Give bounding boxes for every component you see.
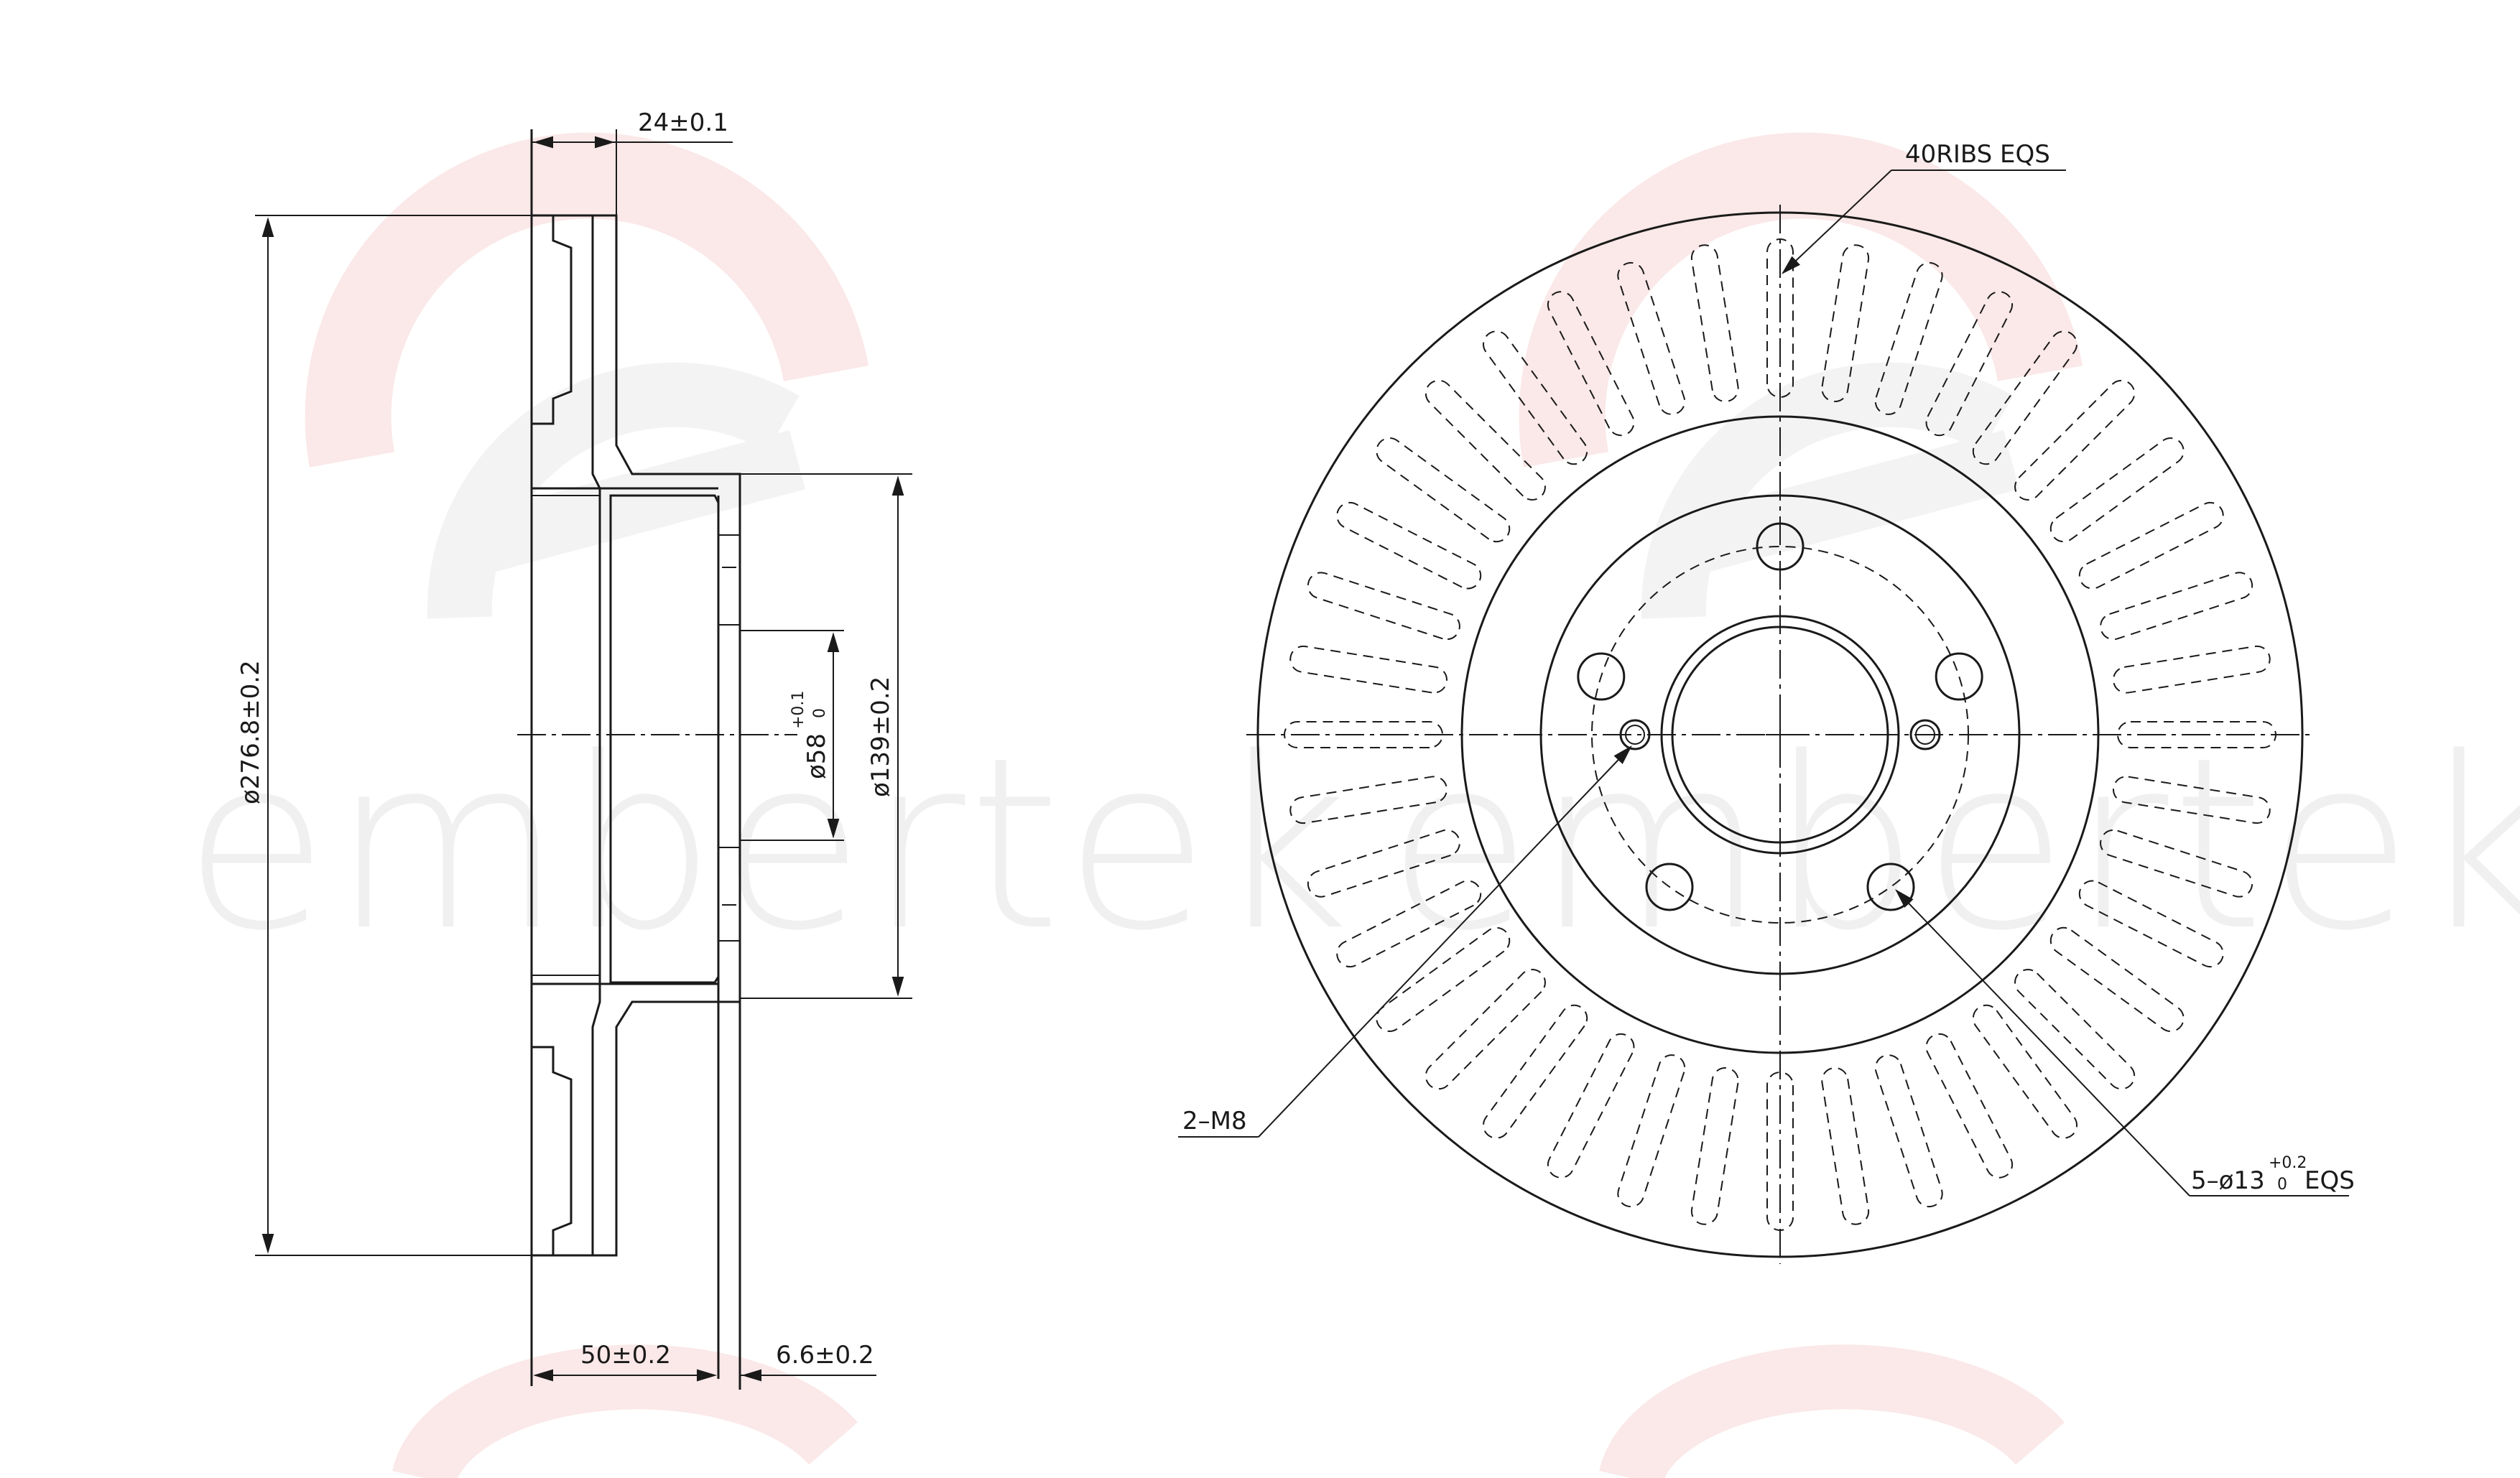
watermark-logo-right	[1519, 132, 2083, 619]
callout-holes-suffix: EQS	[2304, 1166, 2355, 1195]
cooling-ribs	[1284, 238, 2276, 1231]
callout-ribs: 40RIBS EQS	[1781, 140, 2066, 274]
rib	[1425, 969, 1546, 1090]
dim-bore-tol-upper: +0.1	[789, 691, 807, 729]
callout-thread-label: 2–M8	[1182, 1107, 1247, 1135]
callout-holes: 5–ø13 +0.2 0 EQS	[1895, 888, 2355, 1196]
rib	[2014, 379, 2136, 501]
rib	[1376, 926, 1511, 1032]
dim-outer-diameter-label: ø276.8±0.2	[236, 660, 265, 804]
rib	[2049, 437, 2185, 543]
callout-ribs-label: 40RIBS EQS	[1905, 140, 2050, 169]
dim-width-top-label: 24±0.1	[638, 108, 728, 137]
rib	[1925, 1033, 2014, 1179]
rib	[1425, 379, 1546, 501]
rib	[1821, 244, 1870, 403]
rib	[1874, 1054, 1943, 1208]
rib	[2100, 572, 2253, 641]
dim-outer-diameter: ø276.8±0.2	[236, 215, 532, 1256]
rib	[1617, 261, 1686, 415]
bolt-hole	[1866, 863, 1915, 911]
rib	[1617, 1054, 1686, 1208]
rib	[1547, 291, 1635, 437]
bolt-hole	[1645, 863, 1694, 911]
rib	[2078, 501, 2224, 590]
watermark-logo-left	[305, 132, 869, 619]
rib	[1289, 776, 1448, 824]
rib	[1336, 880, 1482, 968]
rib	[1690, 1066, 1739, 1225]
rib	[1925, 291, 2014, 437]
watermark-text-left: embertek	[183, 707, 1353, 982]
rib	[1690, 244, 1739, 403]
rib	[1972, 330, 2077, 465]
watermark-text-right: embertek	[1386, 707, 2520, 982]
rib	[2049, 926, 2185, 1032]
rib	[2014, 969, 2136, 1090]
dim-height-total: 50±0.2	[533, 1341, 717, 1382]
dim-hub-diameter: ø139±0.2	[740, 473, 912, 999]
brand-watermark: embertek embertek	[183, 132, 2520, 1478]
dim-hat-thickness-label: 6.6±0.2	[776, 1341, 874, 1370]
watermark-logo-bottom-left	[392, 1344, 858, 1478]
dim-bore-diameter-label: ø58	[802, 733, 831, 779]
dim-width-top: 24±0.1	[532, 108, 733, 215]
dim-bore-diameter: ø58 +0.1 0	[740, 630, 844, 841]
dim-hub-diameter-label: ø139±0.2	[866, 677, 895, 797]
callout-holes-prefix: 5–ø13	[2191, 1166, 2265, 1195]
rib	[1307, 572, 1460, 641]
rib	[1821, 1066, 1870, 1225]
dim-hat-thickness: 6.6±0.2	[690, 1341, 876, 1382]
rib	[1483, 330, 1588, 465]
bolt-hole	[1935, 652, 1983, 701]
section-outline	[530, 129, 741, 1390]
rib	[2112, 776, 2271, 824]
bolt-hole	[1577, 652, 1626, 701]
callout-thread: 2–M8	[1178, 745, 1632, 1138]
rib	[2078, 880, 2224, 968]
rib	[1874, 261, 1943, 415]
rib	[1376, 437, 1511, 543]
rib	[1289, 645, 1448, 694]
rib	[1483, 1004, 1588, 1139]
watermark-logo-bottom-right	[1599, 1344, 2065, 1478]
rib	[2112, 645, 2271, 694]
callout-holes-tol-upper: +0.2	[2269, 1154, 2307, 1172]
dim-height-total-label: 50±0.2	[580, 1341, 671, 1370]
rib	[1336, 501, 1482, 590]
front-view: 40RIBS EQS 2–M8 5–ø13 +0.2 0 EQS	[1178, 140, 2355, 1264]
side-section-view: 24±0.1 ø276.8±0.2 ø139±0.2 ø58 +0.1 0	[236, 108, 912, 1390]
callout-holes-tol-lower: 0	[2277, 1176, 2287, 1194]
rib	[2100, 829, 2253, 898]
rib	[1547, 1033, 1635, 1179]
rib	[1972, 1004, 2077, 1139]
dim-bore-tol-lower: 0	[811, 708, 829, 718]
rib	[1307, 829, 1460, 898]
